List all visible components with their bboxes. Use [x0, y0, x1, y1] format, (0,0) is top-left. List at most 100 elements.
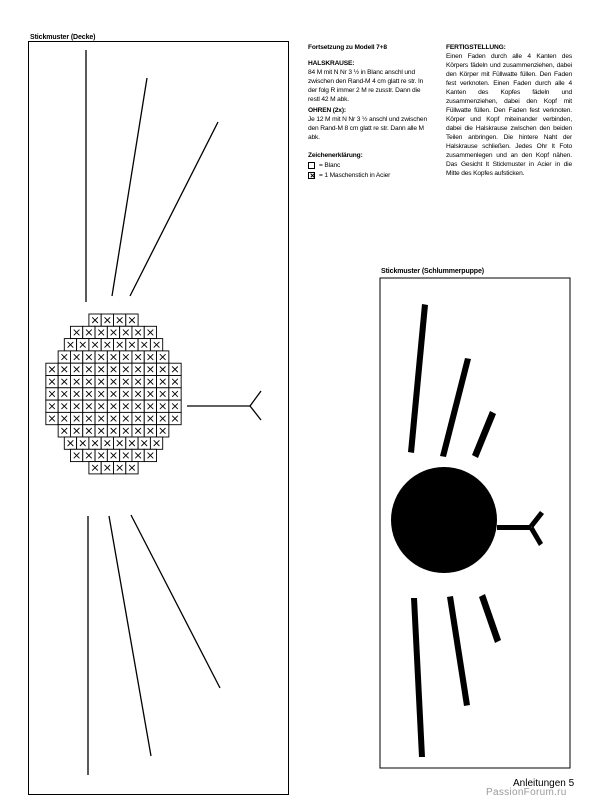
stem-branch-bar [529, 511, 544, 528]
stitch-cross-mark [171, 403, 179, 410]
stitch-cross-mark [159, 366, 166, 373]
legend-title: Zeichenerklärung: [308, 152, 363, 159]
stitch-cross-mark [134, 452, 142, 459]
ray-line [108, 515, 152, 757]
ray-bar [472, 411, 496, 458]
stitch-cross-mark [61, 353, 68, 361]
stitch-cross-mark [134, 390, 142, 398]
stitch-cross-mark [61, 415, 68, 422]
stitch-cross-mark [98, 452, 105, 459]
stitch-cross-mark [91, 464, 99, 471]
stitch-cross-mark [147, 329, 154, 336]
stitch-cross-mark [122, 427, 129, 435]
stitch-cross-mark [116, 439, 123, 447]
stitch-cross-mark [147, 403, 154, 410]
stitch-cross-mark [159, 378, 166, 385]
stitch-cross-mark [48, 378, 56, 385]
stitch-cross-mark [110, 415, 117, 422]
ray-line [129, 121, 219, 297]
stitch-cross-mark [61, 378, 68, 385]
ray-bar [447, 596, 470, 706]
stitch-cross-mark [147, 427, 154, 435]
stitch-cross-mark [91, 341, 99, 348]
stem-branch [249, 405, 262, 421]
continuation-heading: Fortsetzung zu Modell 7+8 [308, 44, 387, 51]
stitch-cross-mark [147, 415, 154, 422]
stitch-cross-mark [73, 427, 80, 435]
stitch-cross-mark [85, 403, 93, 410]
stitch-cross-mark [79, 341, 86, 348]
stitch-cross-mark [110, 427, 117, 435]
stitch-cross-mark [73, 329, 80, 336]
stitch-cross-mark [159, 403, 166, 410]
stitch-cross-mark [110, 366, 117, 373]
stitch-cross-mark [85, 366, 93, 373]
stitch-cross-mark [85, 415, 93, 422]
stitch-cross-mark [159, 427, 166, 435]
stitch-cross-mark [85, 329, 93, 336]
stitch-grid [45, 313, 182, 475]
stitch-cross-mark [73, 353, 80, 361]
stitch-cross-mark [79, 439, 86, 447]
stitch-cross-mark [159, 415, 166, 422]
legend-blanc-label: = Blanc [319, 161, 341, 169]
stitch-cross-mark [122, 378, 129, 385]
stitch-cross-mark [122, 390, 129, 398]
stitch-cross-mark [128, 341, 136, 348]
stitch-cross-mark [73, 403, 80, 410]
stitch-cross-mark [128, 464, 136, 471]
right-chart-frame [379, 277, 571, 769]
stitch-cross-mark [85, 378, 93, 385]
stitch-cross-mark [85, 353, 93, 361]
stitch-cross-mark [61, 366, 68, 373]
ohren-text: Je 12 M mit N Nr 3 ½ anschl und zwischen… [308, 116, 427, 141]
stitch-cross-mark [48, 390, 56, 398]
stitch-cross-mark [91, 316, 99, 324]
ray-line [111, 77, 148, 297]
stitch-cross-mark [134, 366, 142, 373]
stitch-cross-mark [67, 341, 74, 348]
stitch-cross-mark [128, 439, 136, 447]
stitch-cross-mark [110, 403, 117, 410]
stitch-cross-mark [134, 403, 142, 410]
stitch-cross-mark [116, 316, 123, 324]
stitch-cross-mark [104, 316, 111, 324]
stitch-cross-mark [110, 329, 117, 336]
stitch-cross-mark [153, 341, 160, 348]
empty-box-icon [308, 161, 315, 169]
stitch-cross-mark [67, 439, 74, 447]
stitch-cross-mark [147, 452, 154, 459]
stitch-cross-mark [85, 427, 93, 435]
ray-line [130, 514, 221, 689]
stem-branch-bar [529, 526, 543, 546]
right-panel-title: Stickmuster (Schlummerpuppe) [381, 268, 485, 275]
ray-bar [408, 304, 428, 453]
stitch-cross-mark [171, 390, 179, 398]
stitch-cross-mark [110, 452, 117, 459]
right-column: FERTIGSTELLUNG: Einen Faden durch alle 4… [446, 43, 572, 180]
ray-bar [479, 594, 501, 643]
stitch-cross-mark [110, 378, 117, 385]
page-footer: Anleitungen 5 [513, 778, 575, 789]
stitch-cross-mark [73, 390, 80, 398]
stitch-cross-mark [91, 439, 99, 447]
left-panel-title: Stickmuster (Decke) [30, 34, 96, 41]
stitch-cross-mark [73, 366, 80, 373]
cross-stitch-box-icon [308, 171, 315, 179]
stitch-cross-mark [48, 415, 56, 422]
stitch-cross-mark [85, 452, 93, 459]
stitch-cross-mark [159, 353, 166, 361]
stitch-cross-mark [98, 353, 105, 361]
halskrause-text: 84 M mit N Nr 3 ½ in Blanc anschl und zw… [308, 69, 424, 103]
stitch-cross-mark [73, 452, 80, 459]
legend-item-stitch: = 1 Maschenstich in Acier [308, 170, 432, 180]
stitch-cross-mark [61, 427, 68, 435]
stitch-cross-mark [48, 403, 56, 410]
stitch-cross-mark [73, 378, 80, 385]
stitch-cross-mark [147, 378, 154, 385]
ohren-title: OHREN (2x): [308, 107, 346, 114]
stitch-cross-mark [134, 427, 142, 435]
stitch-cross-mark [134, 329, 142, 336]
stitch-cross-mark [147, 390, 154, 398]
stitch-cross-mark [171, 366, 179, 373]
